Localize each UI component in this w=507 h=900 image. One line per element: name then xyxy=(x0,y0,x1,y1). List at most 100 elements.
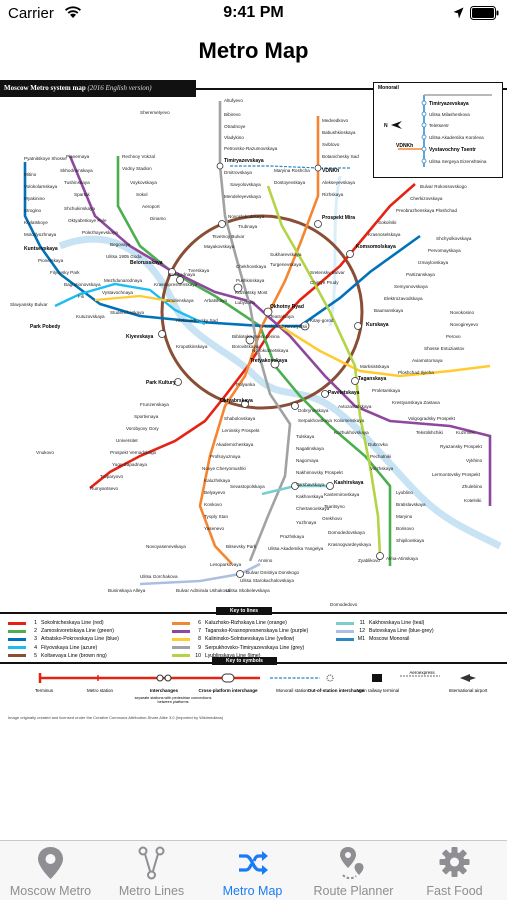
station-kuznetsky-most: Kuznetsky Most xyxy=(235,290,268,295)
symbol-terminus: Terminus xyxy=(34,688,54,693)
station-dostoyevskaya: Dostoyevskaya xyxy=(274,180,306,185)
tab-metro-map[interactable]: Metro Map xyxy=(202,841,303,900)
station-krasnoselskaya: Krasnoselskaya xyxy=(368,232,401,237)
tab-route-planner[interactable]: Route Planner xyxy=(303,841,404,900)
interchange-bulvar-dmitriya-donskogo xyxy=(236,570,244,578)
station-mayakovskaya: Mayakovskaya xyxy=(204,244,235,249)
station-preobrazhenskaya-ploshchad: Preobrazhenskaya Ploshchad xyxy=(396,208,457,213)
interchange-kitay-gorod xyxy=(300,321,310,331)
legend-line-swatch xyxy=(172,646,190,650)
station-alekseyevskaya: Alekseyevskaya xyxy=(322,180,355,185)
station-bratislavskaya: Bratislavskaya xyxy=(396,502,426,507)
station-volokolamskaya: Volokolamskaya xyxy=(24,184,58,189)
symbol-airport: International airport xyxy=(448,688,488,693)
tab-metro-lines[interactable]: Metro Lines xyxy=(101,841,202,900)
symbol-aeroexpress: Aeroexpress xyxy=(409,670,435,675)
station-oktyabrskoye-pole: Oktyabrskoye Pole xyxy=(68,218,107,223)
station-bulvar-rokossovskogo: Bulvar Rokossovskogo xyxy=(420,184,467,189)
interchange-okhotny-ryad xyxy=(263,307,273,317)
tab-fast-food[interactable]: Fast Food xyxy=(404,841,505,900)
station-annino: Annino xyxy=(258,558,273,563)
airport-icon xyxy=(460,674,476,682)
station-kozhukhovskaya: Kozhukhovskaya xyxy=(334,430,369,435)
interchange-prospekt-mira xyxy=(314,220,322,228)
station-yasenevo: Yasenevo xyxy=(204,526,225,531)
station-mendeleyevskaya: Mendeleyevskaya xyxy=(224,194,261,199)
legend-line-swatch xyxy=(8,654,26,658)
legend-line-number: 11 xyxy=(359,620,365,626)
station-aviamotornaya: Aviamotornaya xyxy=(412,358,443,363)
station-chertanovskaya: Chertanovskaya xyxy=(296,506,330,511)
legend-line-number: 5 xyxy=(34,652,37,659)
station-borisovo: Borisovo xyxy=(396,526,414,531)
station-petrovsko-razumovskaya: Petrovsko-Razumovskaya xyxy=(224,146,278,151)
inset-station-6: Ulitsa Sergeya Eizenshteina xyxy=(429,159,487,164)
legend-line-name: Kakhovskaya Line (teal) xyxy=(369,620,425,626)
station-aeroport: Aeroport xyxy=(142,204,160,209)
station-kitay-gorod: Kitay-gorod xyxy=(310,318,334,323)
station-nagatinskaya: Nagatinskaya xyxy=(296,446,324,451)
interchange-komsomolskaya xyxy=(346,250,354,258)
legend-line-name: Arbatsko-Pokrovskaya Line (blue) xyxy=(41,636,119,643)
airport-vnukovo: Vnukovo xyxy=(36,450,54,455)
station-buninskaya-alleya: Buninskaya Alleya xyxy=(108,588,146,593)
station-lubyanka: Lubyanka xyxy=(235,300,255,305)
station-perovo: Perovo xyxy=(446,334,461,339)
monorail-inset: Monorail Timiryazevskaya Ulitsa Milashen… xyxy=(373,82,503,178)
interchange-kashirskaya xyxy=(326,482,334,490)
station-vorobyovy-gory: Vorobyovy Gory xyxy=(126,426,159,431)
legend-line-swatch xyxy=(172,629,190,633)
map-header-subtitle: (2016 English version) xyxy=(87,84,152,92)
station-barrikadnaya: Barrikadnaya xyxy=(168,272,196,277)
symbol-out-of-station: Out-of-station interchange xyxy=(307,688,365,693)
station-alma-atinskaya: Alma-Atinskaya xyxy=(386,556,418,561)
station-myakinino: Myakinino xyxy=(24,196,45,201)
map-header-rule xyxy=(196,88,507,90)
line-7-tagansko-krasnopresnenskaya xyxy=(68,155,492,506)
tab-moscow-metro[interactable]: Moscow Metro xyxy=(0,841,101,900)
legend-line-swatch xyxy=(8,629,26,633)
legend-line-name: Filyovskaya Line (azure) xyxy=(41,644,98,651)
station-belorusskaya: Belorusskaya xyxy=(130,260,163,266)
symbol-cross-platform: Cross-platform interchange xyxy=(198,688,258,693)
map-header-title: Moscow Metro system map xyxy=(4,84,86,92)
legend-line-number: 7 xyxy=(198,628,201,635)
line-8-west xyxy=(94,294,176,304)
legend-line-name: Sokolnicheskaya Line (red) xyxy=(41,620,104,626)
moskva-river xyxy=(58,235,502,550)
metro-map[interactable]: Moscow Metro system map (2016 English ve… xyxy=(0,76,507,840)
station-volzhskaya: Volzhskaya xyxy=(370,466,394,471)
station-volgogradsky-prospekt: Volgogradsky Prospekt xyxy=(408,416,456,421)
interchange-paveletskaya xyxy=(321,390,329,398)
legend-line-swatch xyxy=(172,621,190,625)
station-mezhdunarodnaya: Mezhdunarodnaya xyxy=(104,278,142,283)
legend-line-number: 12 xyxy=(359,628,365,635)
status-time: 9:41 PM xyxy=(223,4,284,21)
tab-label-moscow-metro: Moscow Metro xyxy=(9,884,92,898)
station-novokosino: Novokosino xyxy=(450,310,474,315)
monorail-inset-diagram: Timiryazevskaya Ulitsa Milashenkova Tele… xyxy=(384,94,492,167)
station-kashirskaya: Kashirskaya xyxy=(334,480,364,486)
line-3-arbatsko-pokrovskaya xyxy=(23,162,421,328)
station-prazhskaya: Prazhskaya xyxy=(280,534,304,539)
legend-line-swatch xyxy=(336,621,354,625)
station-akademicheskaya: Akademicheskaya xyxy=(216,442,254,447)
legend-line-name: Koltsevaya Line (brown ring) xyxy=(41,652,107,659)
station-turgenevskaya: Turgenevskaya xyxy=(270,262,302,267)
station-krylatskoye: Krylatskoye xyxy=(24,220,48,225)
station-kantemirovskaya: Kantemirovskaya xyxy=(324,492,360,497)
station-kaluzhskaya: Kaluzhskaya xyxy=(204,478,230,483)
tab-label-route-planner: Route Planner xyxy=(313,884,394,898)
station-filyovsky-park: Filyovsky Park xyxy=(50,270,80,275)
station-maryino: Maryino xyxy=(396,514,413,519)
navigation-bar: Metro Map xyxy=(0,28,507,76)
station-rizhskaya: Rizhskaya xyxy=(322,192,344,197)
station-kolomenskaya: Kolomenskaya xyxy=(334,418,365,423)
inset-station-4: Ulitsa Akademika Koroleva xyxy=(429,135,484,140)
metro-map-diagram[interactable]: Altufyevo Bibirevo Otradnoye Vladykino P… xyxy=(0,76,507,616)
